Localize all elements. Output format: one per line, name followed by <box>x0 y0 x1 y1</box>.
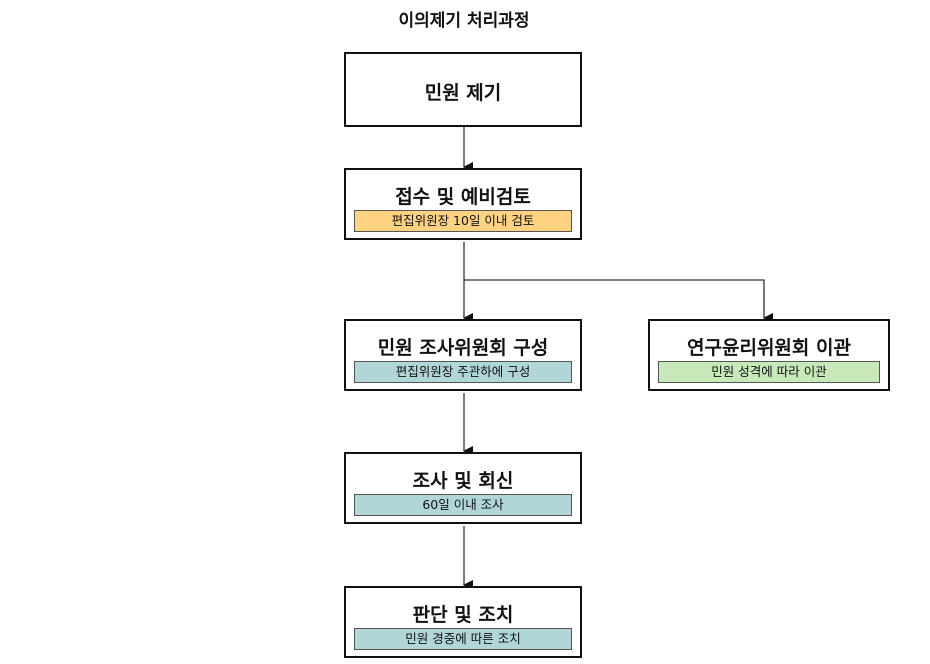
node-note: 편집위원장 주관하에 구성 <box>354 361 572 383</box>
diagram-title: 이의제기 처리과정 <box>398 11 530 31</box>
node-investigation-reply: 조사 및 회신 60일 이내 조사 <box>344 452 582 524</box>
node-label: 민원 제기 <box>424 82 502 104</box>
node-judgment-action: 판단 및 조치 민원 경중에 따른 조치 <box>344 586 582 658</box>
node-note: 60일 이내 조사 <box>354 494 572 516</box>
node-note: 편집위원장 10일 이내 검토 <box>354 210 572 232</box>
node-label: 민원 조사위원회 구성 <box>377 337 549 359</box>
node-label: 조사 및 회신 <box>412 470 514 492</box>
node-ethics-transfer: 연구윤리위원회 이관 민원 성격에 따라 이관 <box>648 319 890 391</box>
node-label: 접수 및 예비검토 <box>395 186 531 208</box>
node-committee-formation: 민원 조사위원회 구성 편집위원장 주관하에 구성 <box>344 319 582 391</box>
node-complaint-filed: 민원 제기 <box>344 52 582 127</box>
node-label: 판단 및 조치 <box>412 604 514 626</box>
arrow-n2-n4 <box>464 279 773 323</box>
node-note: 민원 경중에 따른 조치 <box>354 628 572 650</box>
node-label: 연구윤리위원회 이관 <box>687 337 851 359</box>
node-note: 민원 성격에 따라 이관 <box>658 361 880 383</box>
node-receipt-review: 접수 및 예비검토 편집위원장 10일 이내 검토 <box>344 168 582 240</box>
